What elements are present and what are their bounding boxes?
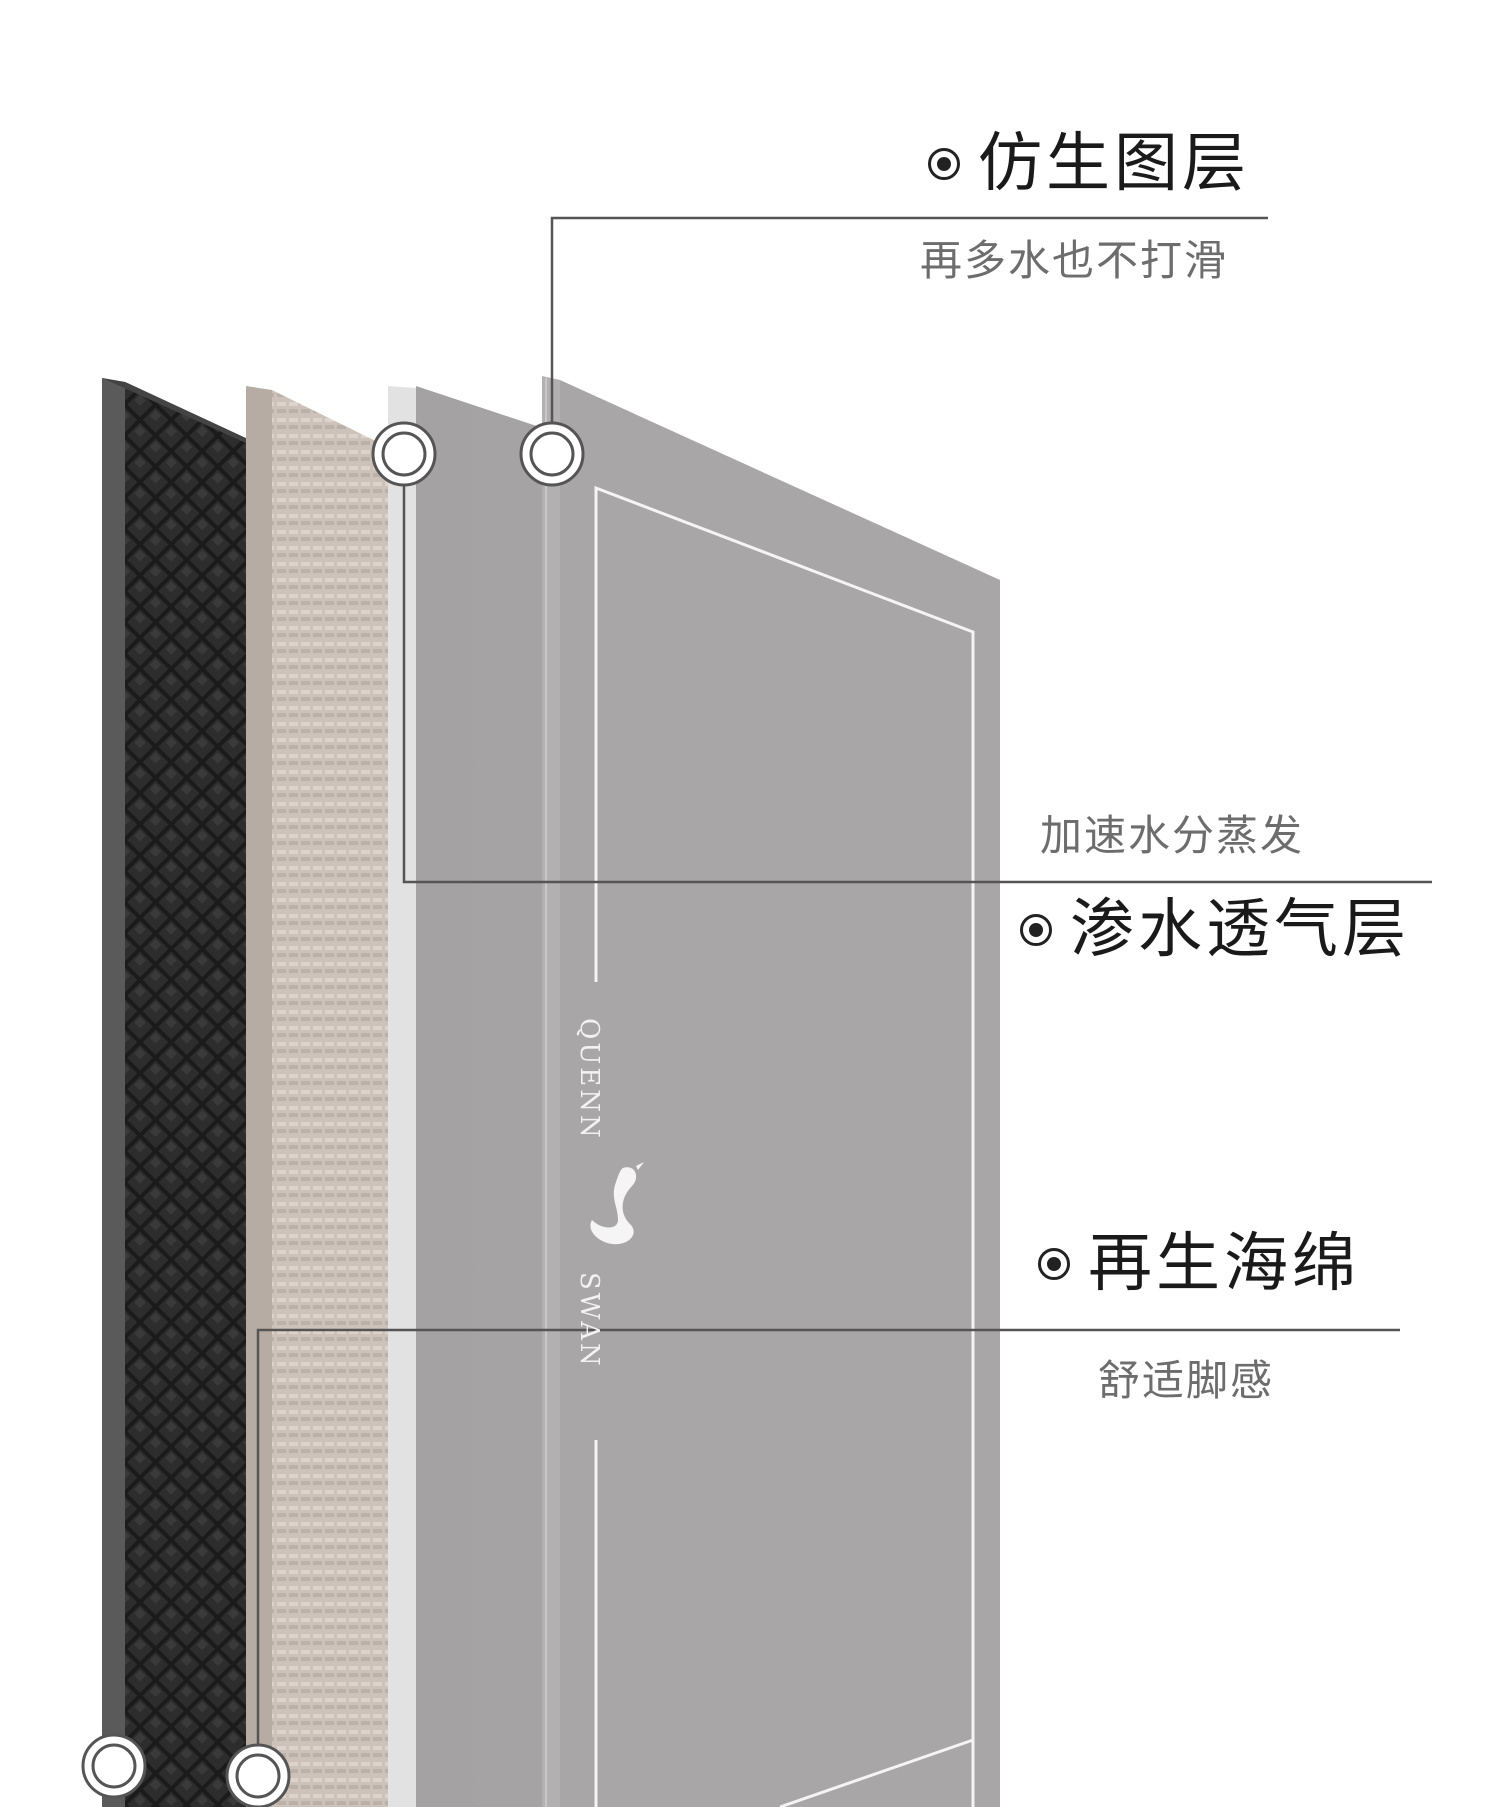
grey-main-panel: [416, 376, 1000, 1807]
ring-pin-icon: [519, 421, 585, 487]
brand-name-bottom: SWAN: [574, 1272, 604, 1369]
beige-textile-layer: [246, 386, 390, 1807]
layer-title: 再生海绵: [1088, 1227, 1360, 1301]
brand-name-top: QUENN: [574, 1018, 604, 1141]
ring-pin-icon: [225, 1743, 291, 1807]
layer-subtitle: 再多水也不打滑: [920, 236, 1229, 285]
grey-edge-layer: [388, 386, 416, 1807]
label-bionic-layer: 仿生图层 再多水也不打滑: [920, 127, 1250, 282]
leader-line-bionic: [550, 216, 1268, 454]
layer-subtitle: 舒适脚感: [1098, 1356, 1275, 1405]
radio-dot-icon: [928, 148, 960, 180]
black-bionic-layer: [102, 378, 250, 1807]
radio-dot-icon: [1038, 1248, 1070, 1280]
leader-line-sponge: [256, 1328, 1400, 1776]
swan-logo-icon: [590, 1162, 644, 1245]
layer-subtitle: 加速水分蒸发: [1040, 811, 1305, 860]
label-sponge-layer: 再生海绵 舒适脚感: [1038, 1227, 1360, 1402]
ring-pin-icon: [81, 1733, 147, 1799]
ring-pin-icon: [371, 421, 437, 487]
leader-lines: [256, 216, 1432, 1776]
layer-title: 渗水透气层: [1070, 893, 1410, 967]
leader-line-breathable: [402, 454, 1432, 884]
layer-title: 仿生图层: [978, 127, 1250, 201]
label-breathable-layer: 渗水透气层: [1020, 898, 1410, 962]
radio-dot-icon: [1020, 914, 1052, 946]
